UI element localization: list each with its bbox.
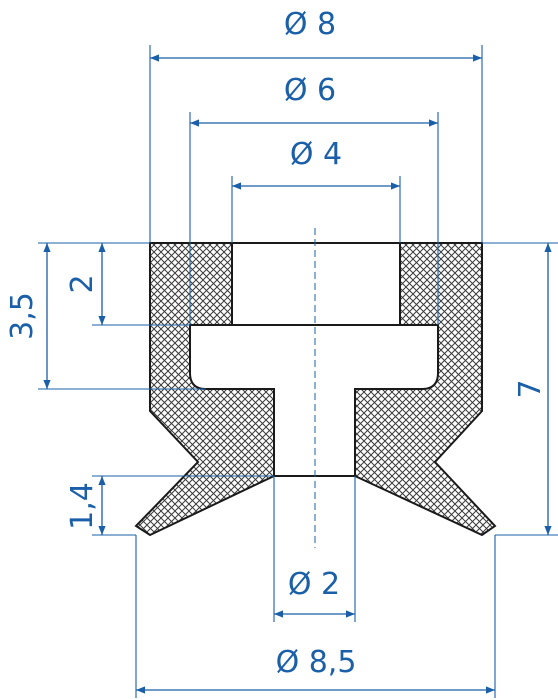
dimension-lines (43, 54, 552, 694)
top-height-label: 2 (65, 274, 100, 293)
inner-diameter-label: Ø 4 (290, 137, 342, 172)
dimension-labels: Ø 8 Ø 6 Ø 4 Ø 2 Ø 8,5 3,5 2 1,4 7 (5, 7, 548, 680)
outer-diameter-label: Ø 8 (284, 7, 336, 42)
lip-height-label: 1,4 (65, 482, 100, 530)
middle-diameter-label: Ø 6 (284, 73, 336, 108)
hole-diameter-label: Ø 2 (288, 567, 340, 602)
total-height-label: 7 (513, 379, 548, 398)
chamber-height-label: 3,5 (5, 292, 40, 340)
lip-diameter-label: Ø 8,5 (276, 645, 357, 680)
right-wall-section (354, 242, 497, 537)
